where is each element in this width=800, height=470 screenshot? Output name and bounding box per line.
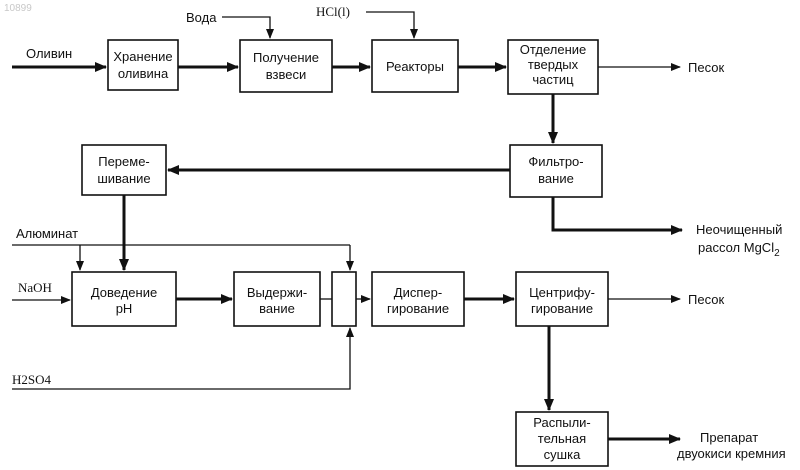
label-brine-subscript: 2: [774, 248, 780, 259]
box-olivine-storage: Хранение оливина: [108, 40, 178, 90]
arrow-hcl-to-reactors: [366, 12, 414, 38]
label-aluminate: Алюминат: [16, 226, 78, 241]
label-h2so4: H2SO4: [12, 372, 52, 387]
label-brine-line-1: Неочищенный: [696, 222, 782, 237]
box-olivine-storage-line-2: оливина: [118, 66, 169, 81]
box-slurry-preparation: Получение взвеси: [240, 40, 332, 92]
box-dispersing-line-2: гирование: [387, 301, 449, 316]
box-aging-line-2: вание: [259, 301, 295, 316]
box-ph-adjustment: Доведение pH: [72, 272, 176, 326]
box-spray-drying-line-1: Распыли-: [533, 415, 591, 430]
box-olivine-storage-line-1: Хранение: [113, 49, 172, 64]
arrow-filtration-to-brine: [553, 197, 682, 230]
box-aging: Выдержи- вание: [234, 272, 320, 326]
label-olivine: Оливин: [26, 46, 72, 61]
label-water: Вода: [186, 10, 217, 25]
mixing-node: [332, 272, 356, 326]
watermark: 10899: [4, 3, 32, 14]
box-slurry-preparation-line-2: взвеси: [266, 67, 306, 82]
label-brine-line-2: рассол MgCl2: [698, 240, 780, 259]
label-sand-2: Песок: [688, 292, 724, 307]
box-ph-adjustment-line-2: pH: [116, 301, 133, 316]
label-hcl: HCl(l): [316, 4, 350, 19]
arrow-water-to-slurry: [222, 17, 270, 38]
box-reactors-line-1: Реакторы: [386, 59, 444, 74]
box-spray-drying-line-3: сушка: [544, 447, 581, 462]
box-filtration: Фильтро- вание: [510, 145, 602, 197]
box-mixing-line-2: шивание: [97, 171, 150, 186]
arrow-h2so4-to-node: [12, 328, 350, 389]
box-aging-line-1: Выдержи-: [247, 285, 307, 300]
box-solids-separation-line-1: Отделение: [520, 42, 587, 57]
box-solids-separation: Отделение твердых частиц: [508, 40, 598, 94]
box-spray-drying: Распыли- тельная сушка: [516, 412, 608, 466]
box-centrifuging-line-2: гирование: [531, 301, 593, 316]
box-filtration-line-2: вание: [538, 171, 574, 186]
box-ph-adjustment-line-1: Доведение: [91, 285, 157, 300]
box-solids-separation-line-2: твердых: [528, 57, 579, 72]
box-centrifuging: Центрифу- гирование: [516, 272, 608, 326]
box-mixing: Переме- шивание: [82, 145, 166, 195]
label-brine-base: рассол MgCl: [698, 240, 774, 255]
label-naoh: NaOH: [18, 280, 52, 295]
box-centrifuging-line-1: Центрифу-: [529, 285, 595, 300]
box-spray-drying-line-2: тельная: [538, 431, 586, 446]
box-solids-separation-line-3: частиц: [532, 72, 574, 87]
box-dispersing: Диспер- гирование: [372, 272, 464, 326]
label-product-line-1: Препарат: [700, 430, 758, 445]
box-slurry-preparation-line-1: Получение: [253, 50, 319, 65]
box-filtration-line-1: Фильтро-: [528, 154, 583, 169]
box-mixing-line-1: Переме-: [98, 154, 150, 169]
label-sand-1: Песок: [688, 60, 724, 75]
box-dispersing-line-1: Диспер-: [394, 285, 442, 300]
box-reactors: Реакторы: [372, 40, 458, 92]
label-product-line-2: двуокиси кремния: [677, 446, 786, 461]
